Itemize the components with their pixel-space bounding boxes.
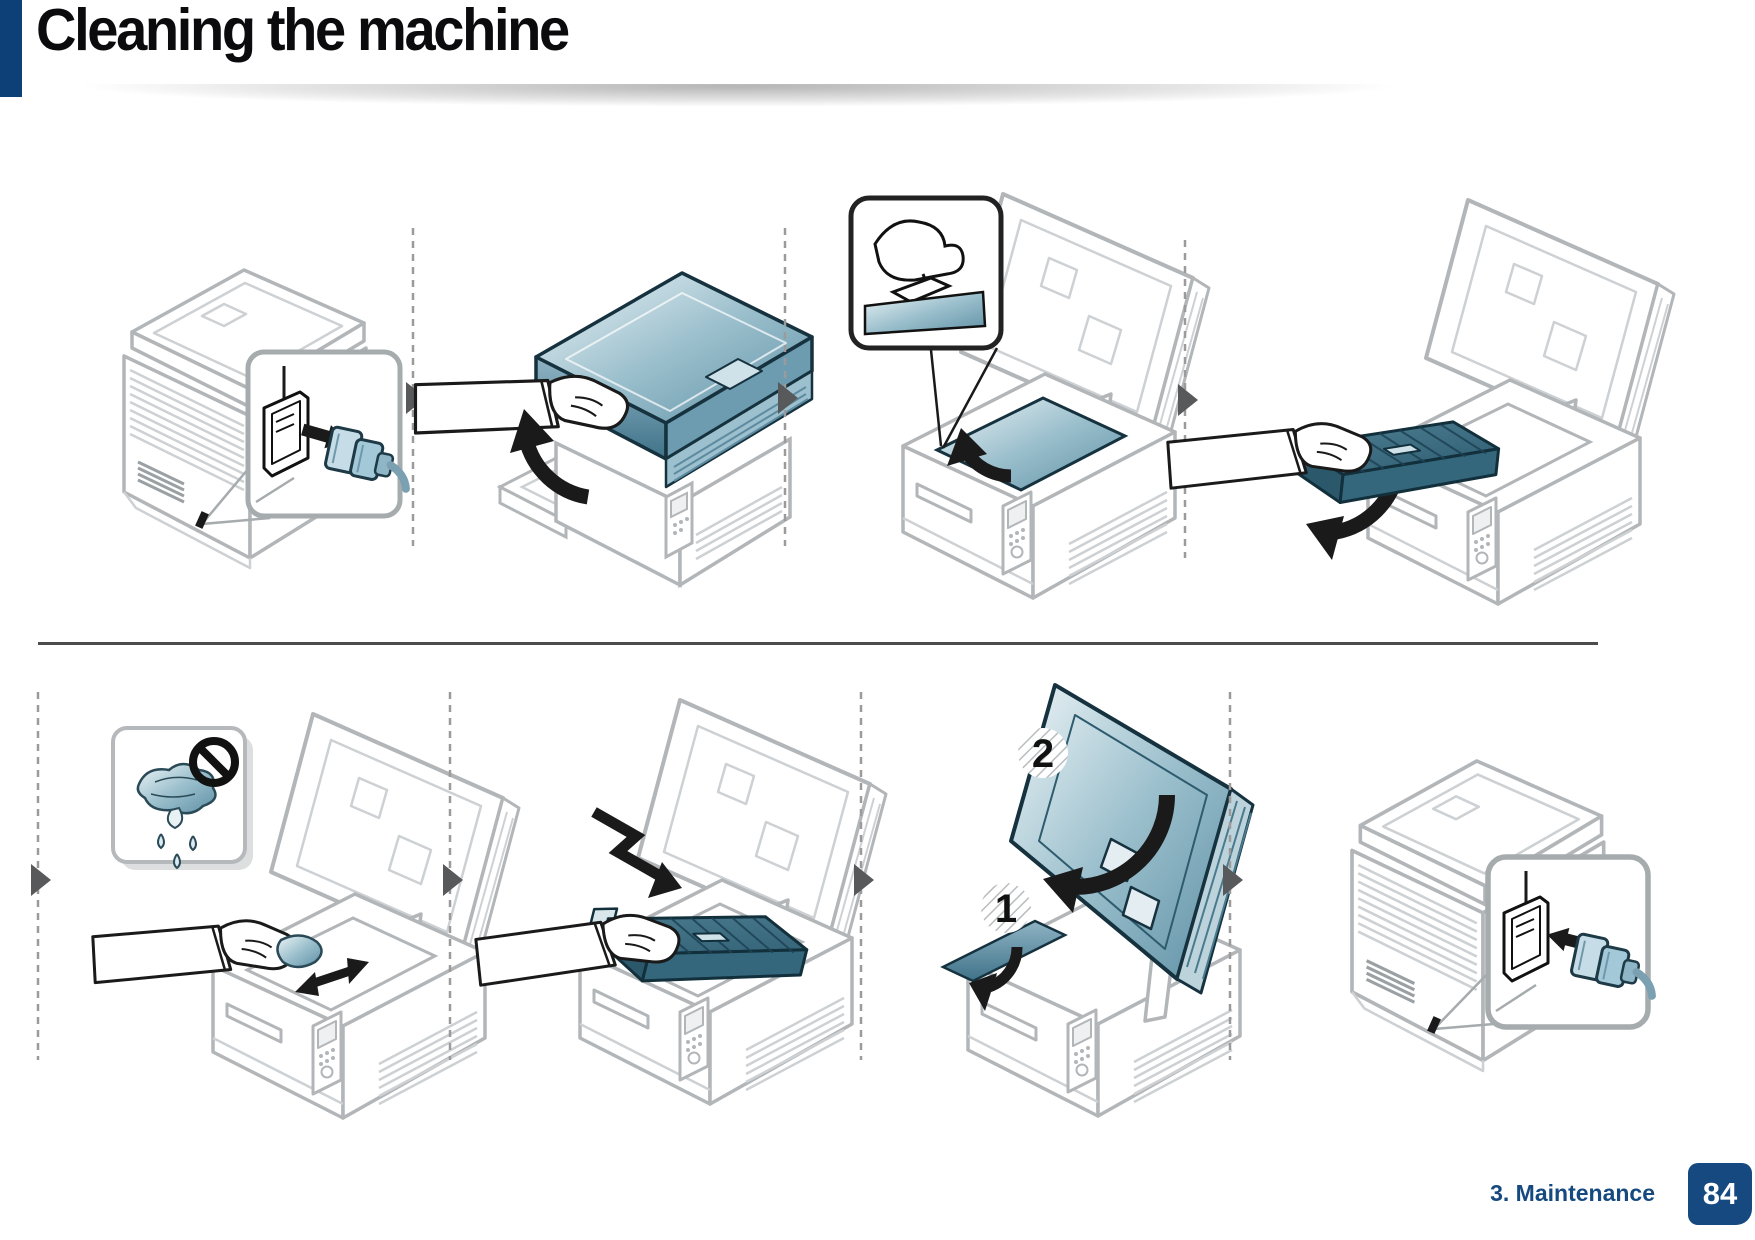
callout-box-icon <box>245 349 415 519</box>
step-arrow-icon <box>443 864 463 896</box>
cloth-icon <box>276 934 323 969</box>
page-number-badge: 84 <box>1688 1163 1752 1225</box>
title-accent-bar <box>0 0 22 97</box>
step-arrow-icon <box>778 382 798 414</box>
page-title: Cleaning the machine <box>36 0 570 63</box>
step-arrow-icon <box>1178 384 1198 416</box>
printer-open-icon <box>211 712 521 1120</box>
power-inlet-mark <box>195 511 209 529</box>
step-arrow-icon <box>1223 864 1243 896</box>
back-and-forth-arrow-icon <box>295 958 369 996</box>
step-separator <box>848 692 874 1060</box>
row-divider <box>38 642 1598 645</box>
footer-section-label: 3. Maintenance <box>1490 1180 1655 1206</box>
step-lift-scan-unit <box>413 191 820 589</box>
step-unplug-power-cord <box>68 206 418 581</box>
step-arrow-icon <box>31 864 51 896</box>
step-separator <box>25 692 51 1060</box>
step-arrow-icon <box>854 864 874 896</box>
badge-2-label: 2 <box>1032 732 1054 776</box>
step-open-inner-cover <box>835 188 1220 608</box>
printer-open-icon <box>940 890 1242 1118</box>
step-separator <box>772 228 798 546</box>
insert-arrow-icon <box>591 807 682 898</box>
step-separator <box>437 692 463 1060</box>
step-number-badge-icon: 1 <box>981 883 1031 933</box>
close-arrow-icon <box>1043 794 1175 913</box>
leader-lines <box>201 461 271 526</box>
step-separator <box>1172 240 1198 558</box>
step-separator <box>1217 692 1243 1060</box>
badge-1-label: 1 <box>995 887 1017 931</box>
callout-box-icon <box>1485 854 1661 1030</box>
water-drop-icon <box>157 833 197 870</box>
page-number: 84 <box>1702 1176 1738 1211</box>
cloth-icon <box>136 762 217 815</box>
step-close-covers: 2 1 <box>915 671 1270 1118</box>
hand-grip-callout-icon <box>848 195 1004 449</box>
step-insert-toner-cartridge <box>473 684 892 1106</box>
power-inlet-mark <box>1427 1016 1441 1034</box>
no-wet-cloth-icon <box>111 726 253 870</box>
title-underline <box>0 84 1755 106</box>
printer-open-icon <box>1366 198 1676 606</box>
inner-cover-icon <box>940 919 1068 983</box>
prohibition-icon <box>189 737 239 787</box>
rotate-open-arrow-icon <box>947 428 1012 483</box>
step-number-badge-icon: 2 <box>1018 728 1068 778</box>
printer-open-icon <box>578 698 888 1106</box>
rotate-up-arrow-icon <box>510 409 590 505</box>
close-arrow-icon <box>969 946 1023 1011</box>
step-remove-toner-cartridge <box>1165 194 1680 606</box>
step-plug-in-power-cord <box>1288 691 1698 1111</box>
step-wipe-inside-no-water <box>90 688 521 1120</box>
